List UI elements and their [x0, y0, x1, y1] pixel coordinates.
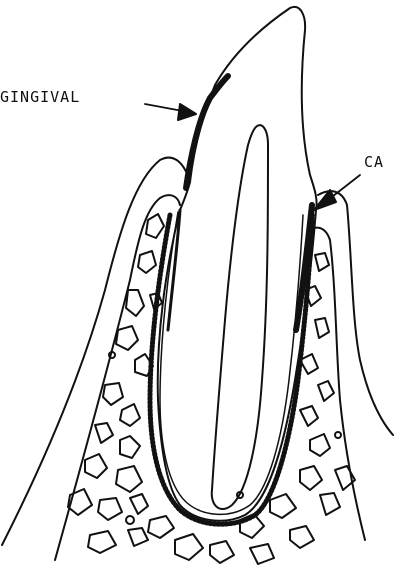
alveolar-bone-left	[55, 195, 180, 560]
bone-trabecula	[103, 383, 123, 405]
bone-trabecula	[148, 516, 174, 538]
bone-trabecula	[210, 541, 234, 563]
bone-trabecula	[98, 498, 122, 520]
bone-trabecula	[120, 404, 140, 426]
bone-trabecula	[120, 436, 140, 458]
bone-trabecula	[310, 434, 330, 456]
bone-trabecula	[320, 493, 340, 515]
bone-marrow-space	[109, 352, 115, 358]
bone-trabecula	[175, 534, 203, 560]
bone-trabecula	[146, 214, 164, 238]
bone-trabecula	[130, 494, 148, 514]
bone-trabecula	[300, 466, 322, 490]
gingiva-outline-right	[318, 191, 393, 435]
bone-trabecula	[315, 253, 329, 271]
bone-trabecula	[88, 531, 116, 553]
tooth-outline	[158, 7, 317, 521]
bone-trabecula	[85, 454, 107, 478]
pulp-canal	[212, 125, 268, 509]
bone-marrow-space	[126, 516, 134, 524]
gingival-label: GINGIVAL	[0, 88, 80, 106]
bone-trabecula	[270, 494, 296, 518]
bone-marrow-space	[335, 432, 341, 438]
bone-trabecula	[116, 326, 138, 350]
bone-trabecula	[128, 528, 148, 546]
bone-trabecula	[300, 406, 318, 426]
bone-trabecula	[126, 290, 144, 316]
bone-trabecula	[318, 381, 334, 401]
bone-trabecula	[315, 318, 329, 338]
gingival-arrow-head	[178, 104, 196, 120]
bone-trabecula	[250, 544, 274, 564]
bone-trabecula	[290, 526, 314, 548]
calculus-label: CA	[364, 153, 384, 171]
bone-trabecula	[95, 423, 113, 443]
bone-trabecula	[138, 251, 156, 273]
bone-trabecula	[116, 466, 142, 492]
